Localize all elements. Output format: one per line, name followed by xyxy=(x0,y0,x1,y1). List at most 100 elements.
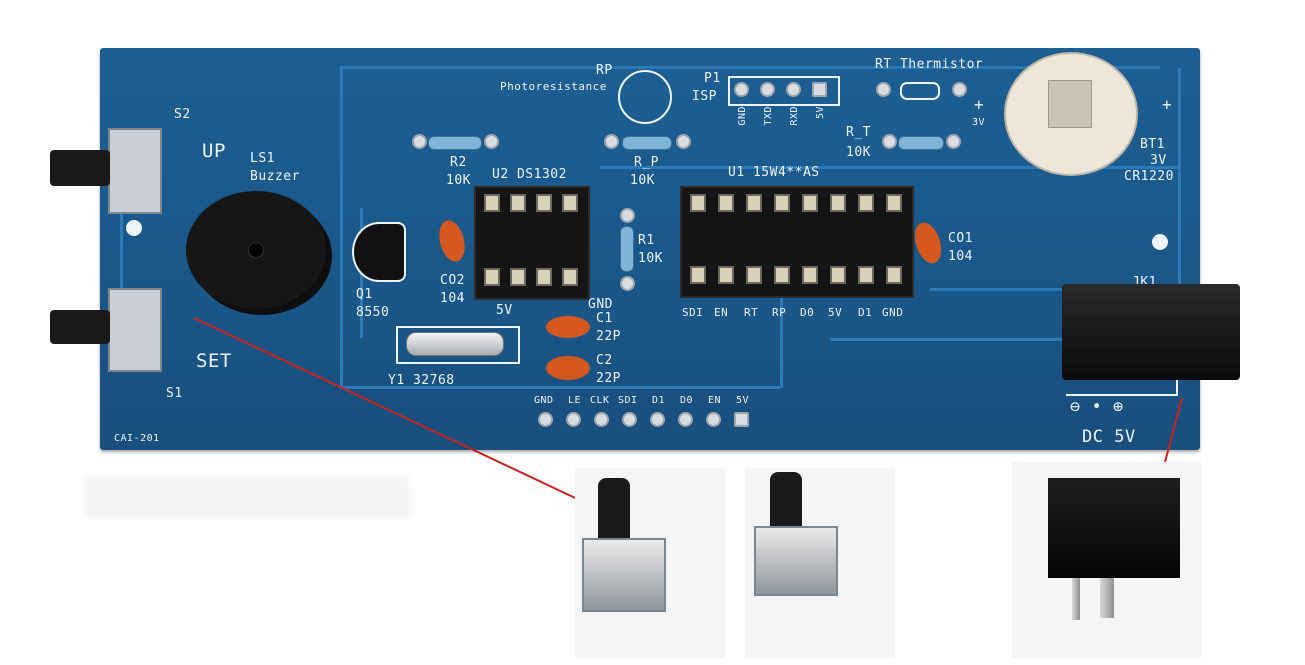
resistor-pad xyxy=(676,134,691,149)
trace xyxy=(340,66,1160,69)
capacitor-c1 xyxy=(546,316,590,338)
c2-value: 22P xyxy=(596,371,621,386)
trace xyxy=(830,338,1110,341)
resistor-pad xyxy=(604,134,619,149)
socket-pin xyxy=(718,266,734,284)
u1-pin-label: RT xyxy=(744,306,759,319)
u1-pin-label: 5V xyxy=(828,306,843,319)
header-pad xyxy=(678,412,693,427)
r1-label: R1 xyxy=(638,233,655,248)
header-pin-label: EN xyxy=(708,395,722,406)
mounting-hole xyxy=(1152,234,1168,250)
resistor-pad xyxy=(412,134,427,149)
co1-label: CO1 xyxy=(948,231,973,246)
battery-contact xyxy=(1048,80,1092,128)
mounting-hole xyxy=(126,220,142,236)
r-t-label: R_T xyxy=(846,125,871,140)
u1-label: U1 15W4**AS xyxy=(728,165,820,180)
p1-label: P1 xyxy=(704,71,721,86)
trace xyxy=(600,166,1180,169)
r-p-label: R_P xyxy=(634,155,659,170)
c1-value: 22P xyxy=(596,329,621,344)
c1-label: C1 xyxy=(596,311,613,326)
socket-pin xyxy=(718,194,734,212)
u1-pin-label: GND xyxy=(882,306,904,319)
socket-pin xyxy=(484,194,500,212)
q1-value: 8550 xyxy=(356,305,390,320)
battery-plus-right: + xyxy=(1162,95,1173,114)
socket-pin xyxy=(690,194,706,212)
isp-pin-label: 5V xyxy=(815,106,826,120)
r2-label: R2 xyxy=(450,155,467,170)
battery-plus-left: + xyxy=(974,95,985,114)
isp-pin-label: GND xyxy=(737,106,748,126)
u1-pin-label: D1 xyxy=(858,306,873,319)
socket-pin xyxy=(858,266,874,284)
header-pad xyxy=(650,412,665,427)
bt1-label: BT1 xyxy=(1140,137,1165,152)
co2-value: 104 xyxy=(440,291,465,306)
dc-5v-label: DC 5V xyxy=(1082,427,1136,447)
capacitor-co1 xyxy=(910,219,946,267)
u1-pin-label: D0 xyxy=(800,306,815,319)
co1-value: 104 xyxy=(948,249,973,264)
loose-switch-2-cap xyxy=(770,472,802,536)
header-pin-label: D1 xyxy=(652,395,666,406)
isp-header xyxy=(728,76,840,106)
pcb-board: CAI-201 S2 UP LS1 Buzzer SET S1 RP Photo… xyxy=(100,48,1200,450)
loose-switch-1-cap xyxy=(598,478,630,548)
u2-5v-label: 5V xyxy=(496,303,513,318)
s1-label: S1 xyxy=(166,386,183,401)
c2-label: C2 xyxy=(596,353,613,368)
buzzer-label: Buzzer xyxy=(250,169,300,184)
socket-pin xyxy=(510,194,526,212)
loose-dc-jack-pin xyxy=(1072,578,1080,620)
socket-pin xyxy=(802,266,818,284)
header-pad xyxy=(706,412,721,427)
thermistor-pad xyxy=(952,82,967,97)
trace xyxy=(930,288,1180,291)
photoresistance-label: Photoresistance xyxy=(500,80,607,93)
battery-plus-left-voltage: 3V xyxy=(972,117,986,128)
isp-pad xyxy=(786,82,801,97)
u1-pin-label: SDI xyxy=(682,306,704,319)
rt-thermistor-label: RT Thermistor xyxy=(875,57,984,72)
thermistor-pad xyxy=(876,82,891,97)
ls1-label: LS1 xyxy=(250,151,275,166)
socket-pin xyxy=(774,194,790,212)
socket-pin xyxy=(858,194,874,212)
polarity-symbol: ⊖ • ⊕ xyxy=(1070,397,1124,417)
r-t-value: 10K xyxy=(846,145,871,160)
trace xyxy=(1178,68,1181,288)
header-pad xyxy=(734,412,749,427)
tact-switch-s2 xyxy=(108,128,162,214)
loose-dc-jack xyxy=(1048,478,1180,578)
tact-switch-s2-cap xyxy=(50,150,110,186)
up-label: UP xyxy=(202,140,226,162)
socket-pin xyxy=(886,194,902,212)
socket-pin xyxy=(886,266,902,284)
socket-pin xyxy=(802,194,818,212)
isp-pad xyxy=(812,82,827,97)
isp-pad xyxy=(760,82,775,97)
socket-pin xyxy=(484,268,500,286)
isp-pin-label: TXD xyxy=(763,106,774,126)
board-model-label: CAI-201 xyxy=(114,433,160,444)
socket-pin xyxy=(830,194,846,212)
socket-pin xyxy=(690,266,706,284)
socket-pin xyxy=(536,268,552,286)
socket-pin xyxy=(830,266,846,284)
u2-label: U2 DS1302 xyxy=(492,167,567,182)
resistor-r-p xyxy=(622,136,672,150)
transistor-q1 xyxy=(352,222,406,282)
resistor-r-t xyxy=(898,136,944,150)
loose-switch-2-body xyxy=(754,526,838,596)
socket-pin xyxy=(774,266,790,284)
loose-dc-jack-pin xyxy=(1100,578,1114,618)
header-pad xyxy=(566,412,581,427)
dc-jack xyxy=(1062,284,1240,380)
bt1-model: CR1220 xyxy=(1124,169,1174,184)
r-p-value: 10K xyxy=(630,173,655,188)
resistor-pad xyxy=(620,276,635,291)
resistor-pad xyxy=(620,208,635,223)
